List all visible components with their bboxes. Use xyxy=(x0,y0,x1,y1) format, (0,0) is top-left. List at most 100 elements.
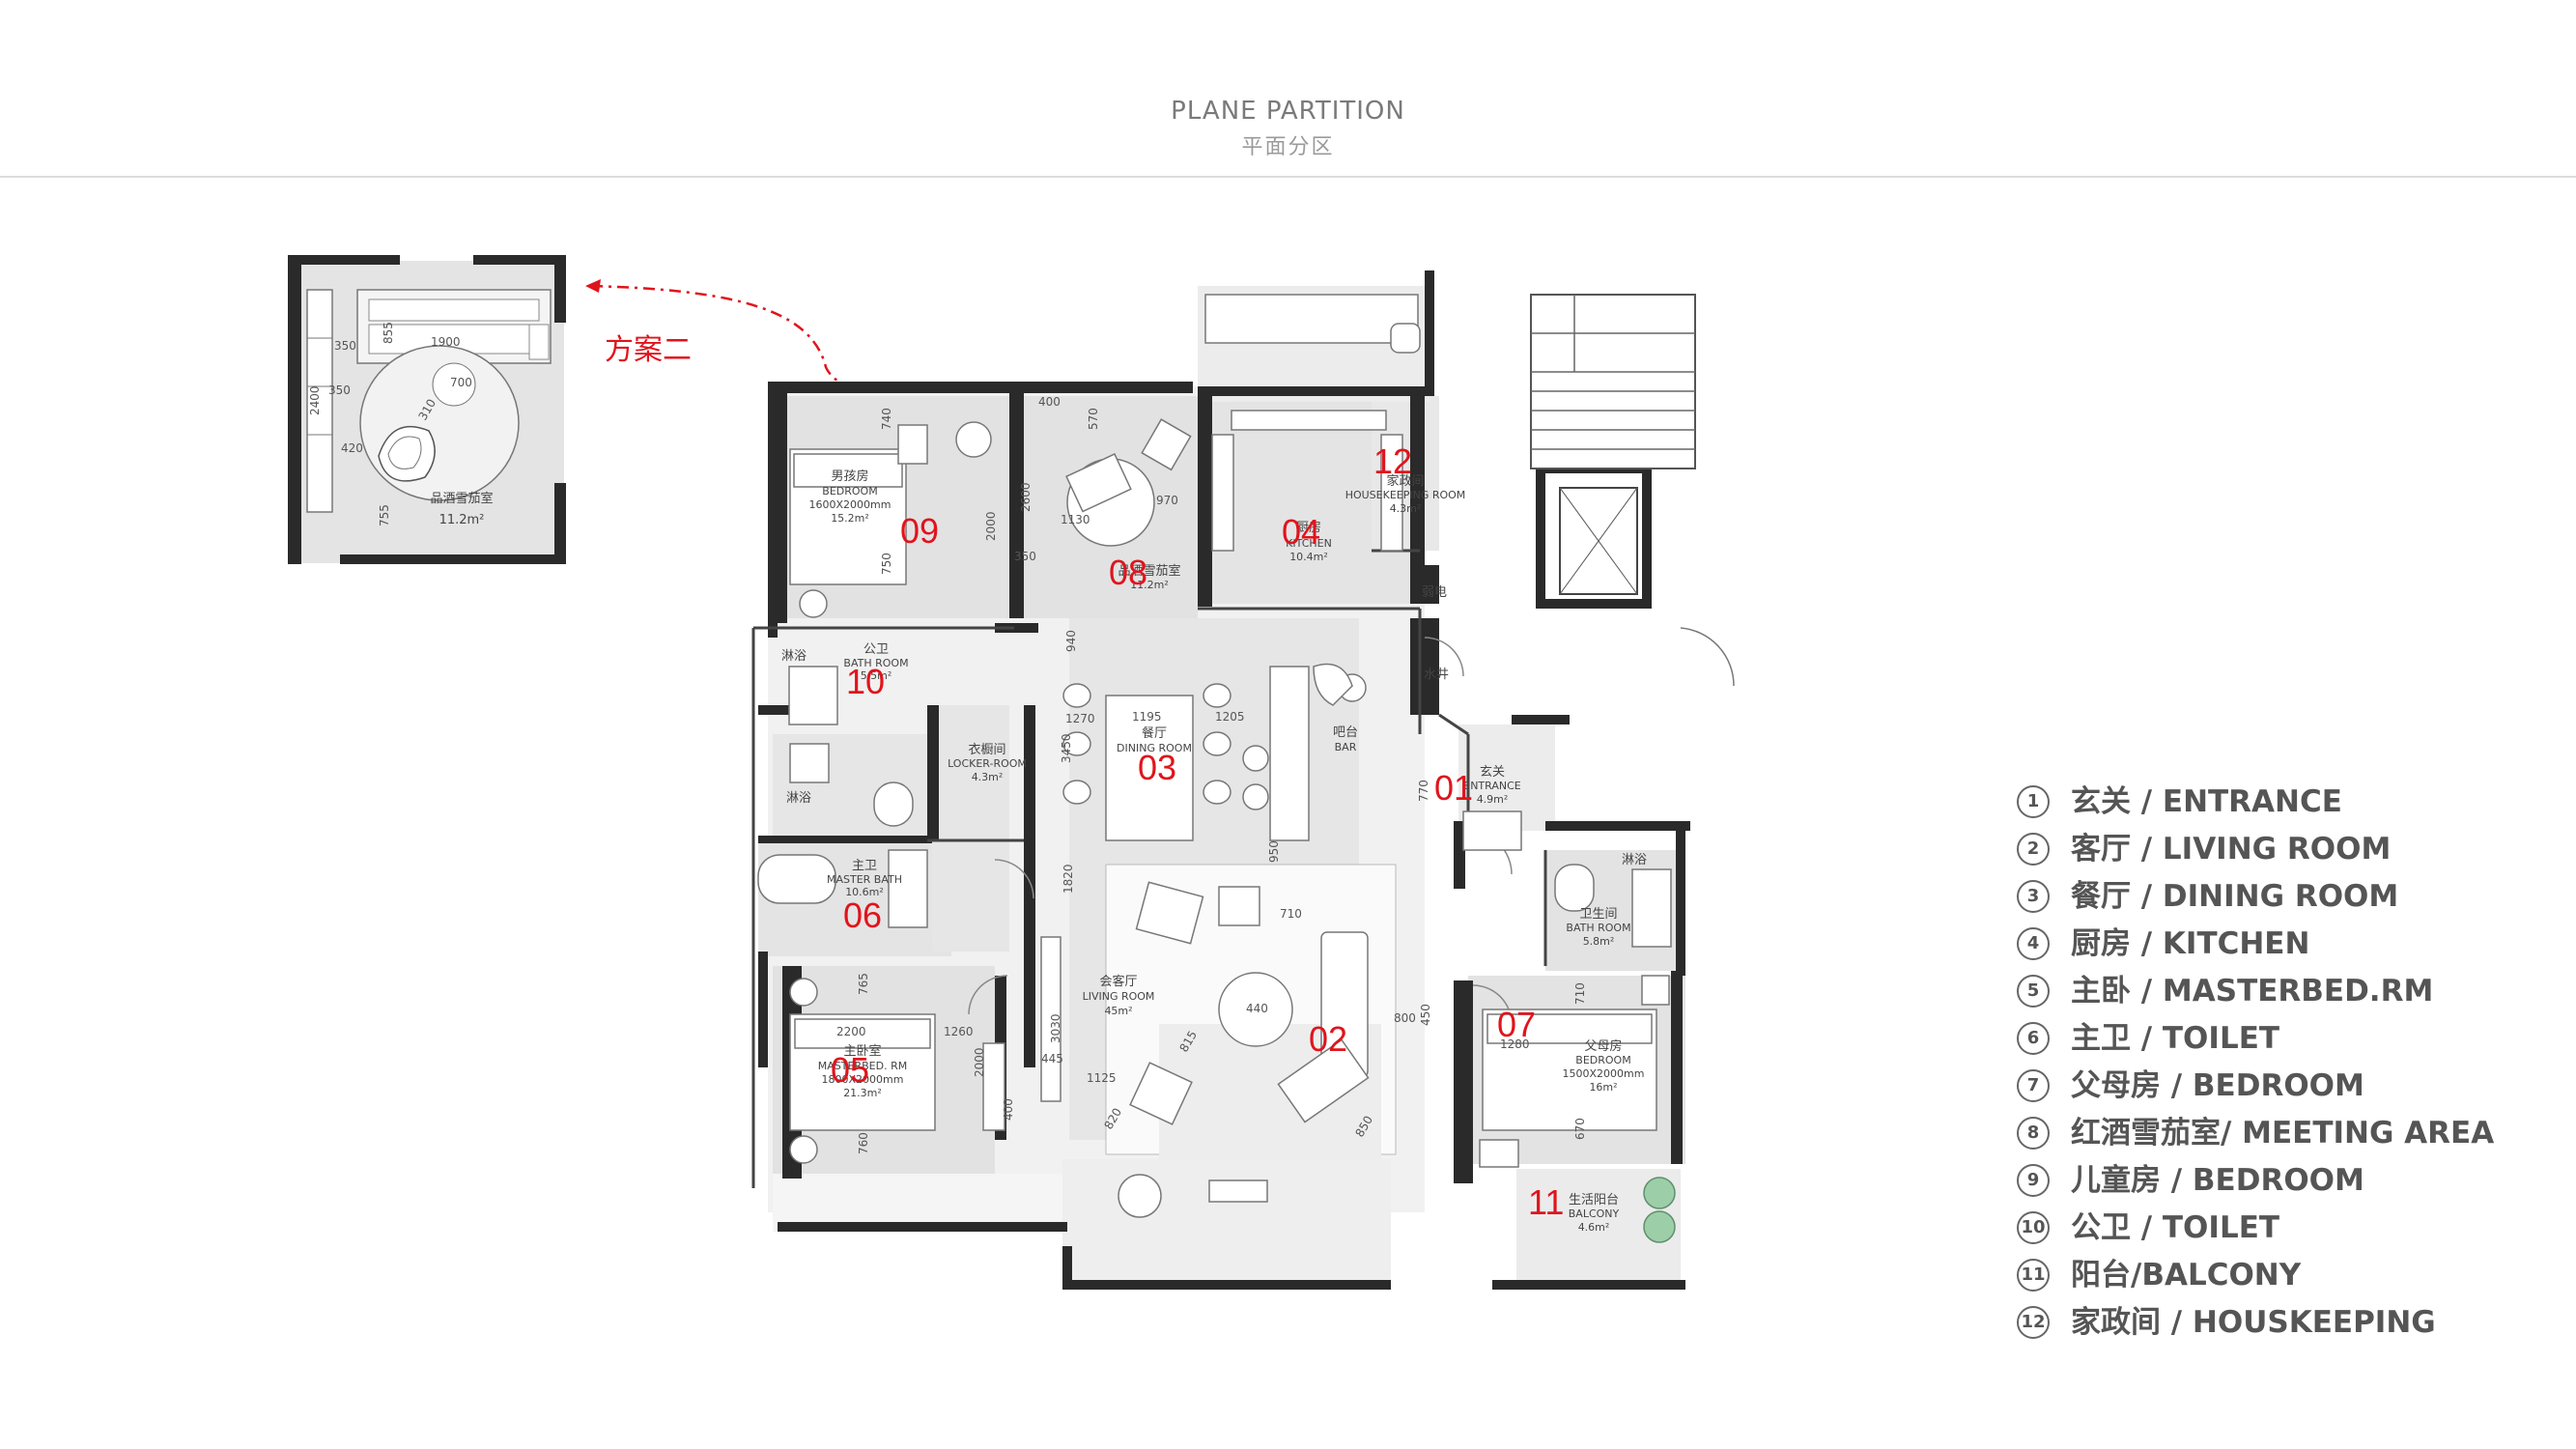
dim-1270: 1270 xyxy=(1065,712,1095,725)
inset-dim-5: 2400 xyxy=(308,385,322,415)
zone-05: 05 xyxy=(831,1050,869,1090)
zone-08: 08 xyxy=(1109,553,1147,592)
dim-1260: 1260 xyxy=(944,1025,974,1038)
legend-label: 儿童房 / BEDROOM xyxy=(2071,1163,2364,1198)
room-mbr-en: MASTERBED. RM xyxy=(818,1060,907,1072)
room-balcony-en: BALCONY xyxy=(1569,1208,1620,1220)
room-locker-cn: 衣橱间 xyxy=(968,742,1005,757)
room-boy-size: 1600X2000mm xyxy=(809,498,892,511)
room-entrance-en: ENTRANCE xyxy=(1463,780,1521,792)
room-boy-cn: 男孩房 xyxy=(831,469,868,484)
inset-dim-7: 755 xyxy=(378,504,391,526)
dim-2200: 2200 xyxy=(836,1025,866,1038)
dimensions: 740 2000 750 400 570 970 1130 2600 350 9… xyxy=(836,395,1587,1154)
scheme-label: 方案二 xyxy=(605,333,692,367)
room-water-well: 水井 xyxy=(1424,668,1449,682)
legend-label: 红酒雪茄室/ MEETING AREA xyxy=(2071,1116,2495,1151)
dim-3030: 3030 xyxy=(1049,1013,1062,1043)
room-public-bath: 淋浴 公卫 BATH ROOM 5.5m² xyxy=(781,642,909,682)
room-dining: 餐厅 DINING ROOM xyxy=(1117,725,1192,754)
dim-950: 950 xyxy=(1267,840,1281,863)
room-bar: 吧台 BAR xyxy=(1333,725,1358,753)
header-divider xyxy=(0,176,2576,178)
room-mb-area: 10.6m² xyxy=(845,886,884,898)
room-kitchen-cn: 厨房 xyxy=(1296,520,1321,535)
legend-label: 玄关 / ENTRANCE xyxy=(2071,784,2342,819)
room-mb-cn: 主卫 xyxy=(852,859,877,873)
inset-room-label: 品酒雪茄室 xyxy=(430,491,493,506)
room-cigar: 品酒雪茄室 11.2m² xyxy=(1118,563,1180,591)
legend-label: 家政间 / HOUSKEEPING xyxy=(2071,1305,2436,1340)
dim-710: 710 xyxy=(1280,907,1302,921)
room-parent-en: BEDROOM xyxy=(1575,1054,1630,1066)
room-balcony-cn: 生活阳台 xyxy=(1569,1193,1619,1208)
room-dining-en: DINING ROOM xyxy=(1117,742,1192,754)
legend-item: 3 餐厅 / DINING ROOM xyxy=(2017,877,2538,916)
dim-2000b: 2000 xyxy=(973,1047,986,1077)
dim-350: 350 xyxy=(1014,550,1036,563)
room-boy: 男孩房 BEDROOM 1600X2000mm 15.2m² xyxy=(809,469,892,525)
dim-2600: 2600 xyxy=(1019,482,1033,512)
room-b2-area: 5.8m² xyxy=(1583,935,1615,948)
room-mb-shower: 淋浴 xyxy=(786,791,811,806)
legend-number-badge: 1 xyxy=(2017,785,2050,818)
inset-dim-2: 1900 xyxy=(431,335,461,349)
room-pb-shower: 淋浴 xyxy=(781,649,807,664)
dim-1205: 1205 xyxy=(1215,710,1245,724)
legend-number-badge: 10 xyxy=(2017,1211,2050,1244)
room-boy-area: 15.2m² xyxy=(831,512,869,525)
scheme-arrow xyxy=(590,284,1049,413)
room-parent-cn: 父母房 xyxy=(1584,1038,1622,1054)
room-hk-cn: 家政间 xyxy=(1386,473,1424,489)
room-kitchen-area: 10.4m² xyxy=(1289,551,1328,563)
room-bath2: 淋浴 卫生间 BATH ROOM 5.8m² xyxy=(1566,853,1647,948)
legend-label: 餐厅 / DINING ROOM xyxy=(2071,879,2399,914)
dim-670: 670 xyxy=(1573,1118,1587,1140)
dim-765: 765 xyxy=(857,973,870,995)
dim-770: 770 xyxy=(1417,780,1430,802)
legend-item: 10 公卫 / TOILET xyxy=(2017,1208,2538,1247)
room-cigar-cn: 品酒雪茄室 xyxy=(1118,563,1180,579)
legend-number-badge: 8 xyxy=(2017,1117,2050,1150)
dim-2000a: 2000 xyxy=(984,511,998,541)
room-living-en: LIVING ROOM xyxy=(1083,990,1155,1003)
inset-dim-0: 350 xyxy=(334,339,356,353)
dim-1195: 1195 xyxy=(1132,710,1162,724)
dim-400b: 400 xyxy=(1002,1098,1015,1121)
room-entrance-area: 4.9m² xyxy=(1477,793,1509,806)
room-balcony-area: 4.6m² xyxy=(1578,1221,1610,1234)
room-pb-cn: 公卫 xyxy=(863,642,889,657)
legend-number-badge: 3 xyxy=(2017,880,2050,913)
legend-number-badge: 6 xyxy=(2017,1022,2050,1055)
dim-1130: 1130 xyxy=(1061,513,1090,526)
room-parent: 父母房 BEDROOM 1500X2000mm 16m² xyxy=(1563,1038,1645,1094)
room-master-bed: 主卧室 MASTERBED. RM 1800X2000mm 21.3m² xyxy=(818,1043,907,1099)
dim-3450: 3450 xyxy=(1060,733,1073,763)
arrow-head-left-icon xyxy=(585,279,601,293)
room-boy-en: BEDROOM xyxy=(822,485,877,497)
room-mb-en: MASTER BATH xyxy=(827,873,902,886)
zone-06: 06 xyxy=(843,895,882,935)
zone-07: 07 xyxy=(1497,1005,1536,1044)
dim-970: 970 xyxy=(1156,494,1178,507)
room-hk-en: HOUSEKEEPING ROOM xyxy=(1345,489,1466,501)
room-living-area: 45m² xyxy=(1104,1005,1132,1017)
zone-11: 11 xyxy=(1528,1182,1564,1222)
legend-label: 公卫 / TOILET xyxy=(2071,1210,2280,1245)
dim-400: 400 xyxy=(1038,395,1061,409)
dim-440: 440 xyxy=(1246,1002,1268,1015)
legend-number-badge: 2 xyxy=(2017,833,2050,866)
dim-570: 570 xyxy=(1087,408,1100,430)
room-cigar-area: 11.2m² xyxy=(1130,579,1169,591)
room-master-bath: 淋浴 主卫 MASTER BATH 10.6m² xyxy=(786,791,902,898)
inset-room-area: 11.2m² xyxy=(439,513,485,527)
legend-number-badge: 7 xyxy=(2017,1069,2050,1102)
